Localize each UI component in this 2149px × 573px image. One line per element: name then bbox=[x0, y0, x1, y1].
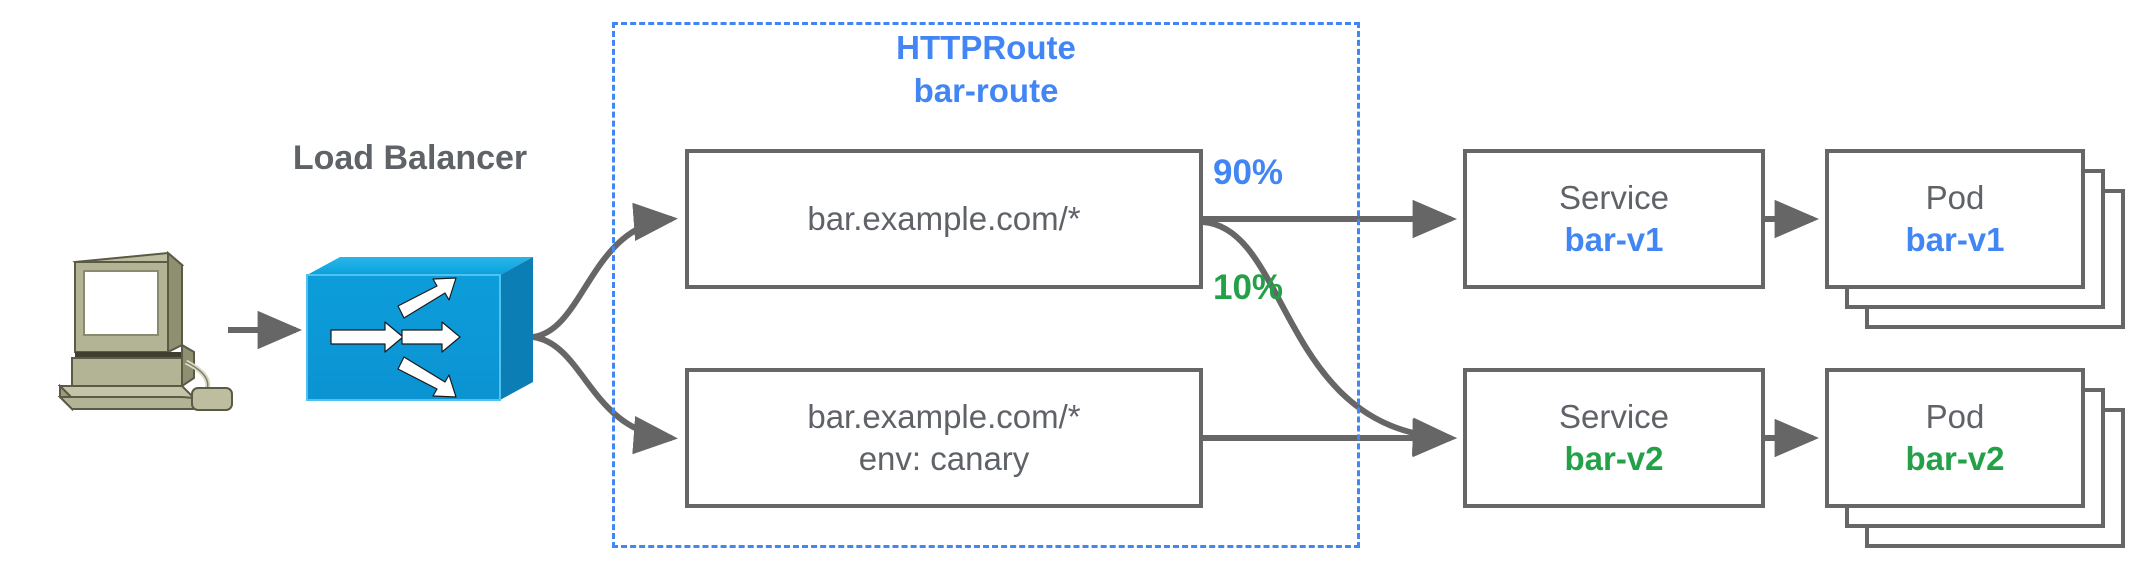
service-v1-name: bar-v1 bbox=[1564, 221, 1664, 258]
service-box-bar-v2[interactable]: Service bar-v2 bbox=[1463, 368, 1765, 508]
httproute-group-boundary bbox=[612, 22, 1360, 548]
match-canary-header: env: canary bbox=[858, 440, 1030, 477]
pod-v1-kind: Pod bbox=[1925, 179, 1985, 216]
service-v1-kind: Service bbox=[1558, 179, 1670, 216]
service-v2-name: bar-v2 bbox=[1564, 440, 1664, 477]
weight-label-canary: 10% bbox=[1213, 268, 1284, 307]
httproute-name: bar-route bbox=[913, 72, 1059, 109]
service-box-bar-v1[interactable]: Service bar-v1 bbox=[1463, 149, 1765, 289]
match-canary-hostname: bar.example.com/* bbox=[807, 398, 1081, 435]
pod-card-replica-1[interactable]: Pod bar-v2 bbox=[1825, 368, 2085, 508]
pod-stack-bar-v2[interactable]: Pod bar-v2 bbox=[1825, 368, 2125, 548]
pod-v1-name: bar-v1 bbox=[1905, 221, 2005, 258]
arrow-lb-to-match-primary bbox=[532, 202, 678, 340]
desktop-computer-icon bbox=[57, 250, 233, 412]
load-balancer-icon bbox=[306, 257, 533, 401]
arrow-match-primary-to-service-v2 bbox=[1202, 219, 1457, 456]
match-box-canary[interactable]: bar.example.com/* env: canary bbox=[685, 368, 1203, 508]
arrow-lb-to-match-canary bbox=[532, 334, 678, 455]
httproute-title: HTTPRoute bar-route bbox=[612, 26, 1360, 112]
load-balancer-label: Load Balancer bbox=[292, 139, 528, 177]
pod-stack-bar-v1[interactable]: Pod bar-v1 bbox=[1825, 149, 2125, 329]
service-v2-kind: Service bbox=[1558, 398, 1670, 435]
match-primary-hostname: bar.example.com/* bbox=[807, 200, 1081, 237]
pod-card-replica-1[interactable]: Pod bar-v1 bbox=[1825, 149, 2085, 289]
match-box-primary[interactable]: bar.example.com/* bbox=[685, 149, 1203, 289]
httproute-kind: HTTPRoute bbox=[896, 29, 1076, 66]
weight-label-primary: 90% bbox=[1213, 153, 1284, 192]
pod-v2-kind: Pod bbox=[1925, 398, 1985, 435]
pod-v2-name: bar-v2 bbox=[1905, 440, 2005, 477]
